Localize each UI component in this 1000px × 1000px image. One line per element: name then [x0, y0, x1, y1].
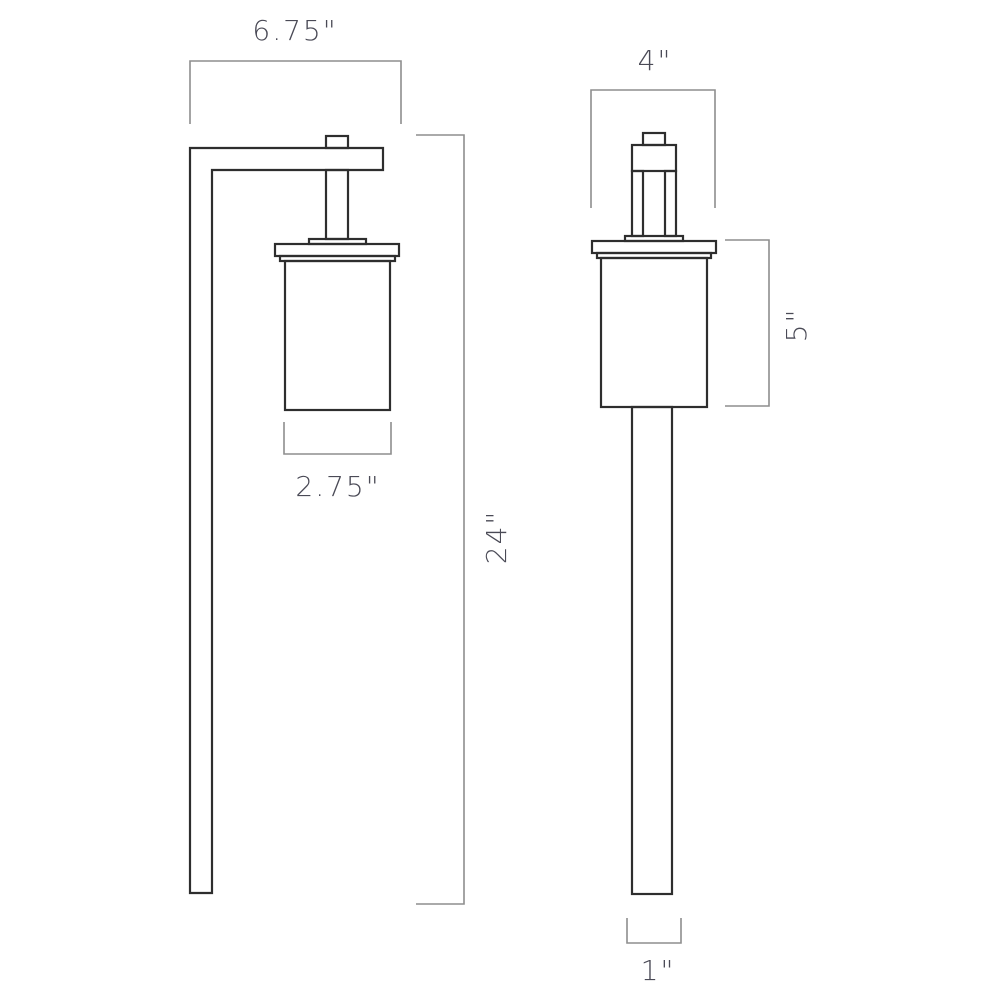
front-view-fixture [590, 131, 718, 896]
dimension-post-width: 1" [626, 918, 682, 987]
top-block [630, 143, 678, 173]
shade-cylinder [283, 259, 392, 412]
label-shade-diameter: 2.75" [295, 470, 380, 503]
dimension-shade-height: 5" [725, 239, 813, 407]
label-overall-width: 6.75" [252, 14, 337, 47]
stake-pole [630, 405, 674, 896]
shade-cylinder-front [599, 256, 709, 409]
label-overall-height: 24" [480, 510, 513, 565]
dimension-overall-width: 6.75" [189, 14, 402, 124]
top-cap [641, 131, 667, 147]
hanging-stem [324, 168, 350, 241]
label-top-width: 4" [638, 44, 673, 77]
arm-cap [324, 134, 350, 150]
dimension-top-width: 4" [590, 44, 716, 208]
label-post-width: 1" [641, 954, 676, 987]
dimension-overall-height: 24" [416, 134, 513, 905]
side-view-fixture [188, 134, 401, 895]
right-post [663, 169, 678, 238]
dimension-shade-diameter: 2.75" [283, 422, 392, 503]
shade-top-plate-front [590, 239, 718, 255]
shade-top-plate [273, 242, 401, 258]
l-post-frame [188, 146, 385, 895]
left-post [630, 169, 645, 238]
label-shade-height: 5" [780, 308, 813, 343]
